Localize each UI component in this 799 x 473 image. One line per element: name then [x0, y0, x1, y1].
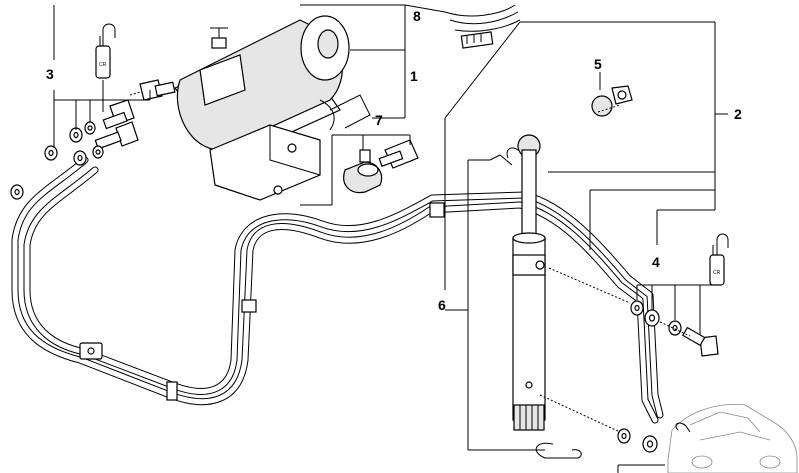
capacitor-icon: CR — [709, 233, 729, 286]
screw-icon — [94, 79, 176, 150]
callout-4: 4 — [652, 254, 660, 270]
callout-5: 5 — [594, 56, 602, 72]
rubber-mount-icon — [343, 139, 419, 194]
hose-bracket-icon — [429, 202, 445, 218]
hose-lines — [11, 156, 664, 424]
callout-1: 1 — [410, 68, 418, 84]
callout-3: 3 — [46, 66, 54, 82]
callout-7: 7 — [375, 112, 383, 128]
wiring-connector-icon — [444, 4, 521, 49]
car-thumbnail-icon — [617, 404, 798, 473]
washer-icon — [617, 300, 682, 453]
hydraulic-pump-icon — [174, 15, 371, 201]
callout-6: 6 — [438, 297, 446, 313]
capacitor-icon: CR — [95, 23, 116, 79]
capacitor-label: CR — [713, 270, 721, 276]
capacitor-label: CR — [99, 62, 107, 68]
hose-bracket-icon — [241, 299, 257, 313]
clip-icon — [535, 442, 582, 459]
ball-joint-icon — [591, 85, 633, 117]
callout-2: 2 — [734, 106, 742, 122]
leader-lines — [53, 4, 728, 451]
screw-icon — [682, 326, 719, 357]
callout-8: 8 — [413, 8, 421, 24]
washer-icon — [10, 121, 104, 200]
cylinder-icon — [489, 134, 546, 431]
